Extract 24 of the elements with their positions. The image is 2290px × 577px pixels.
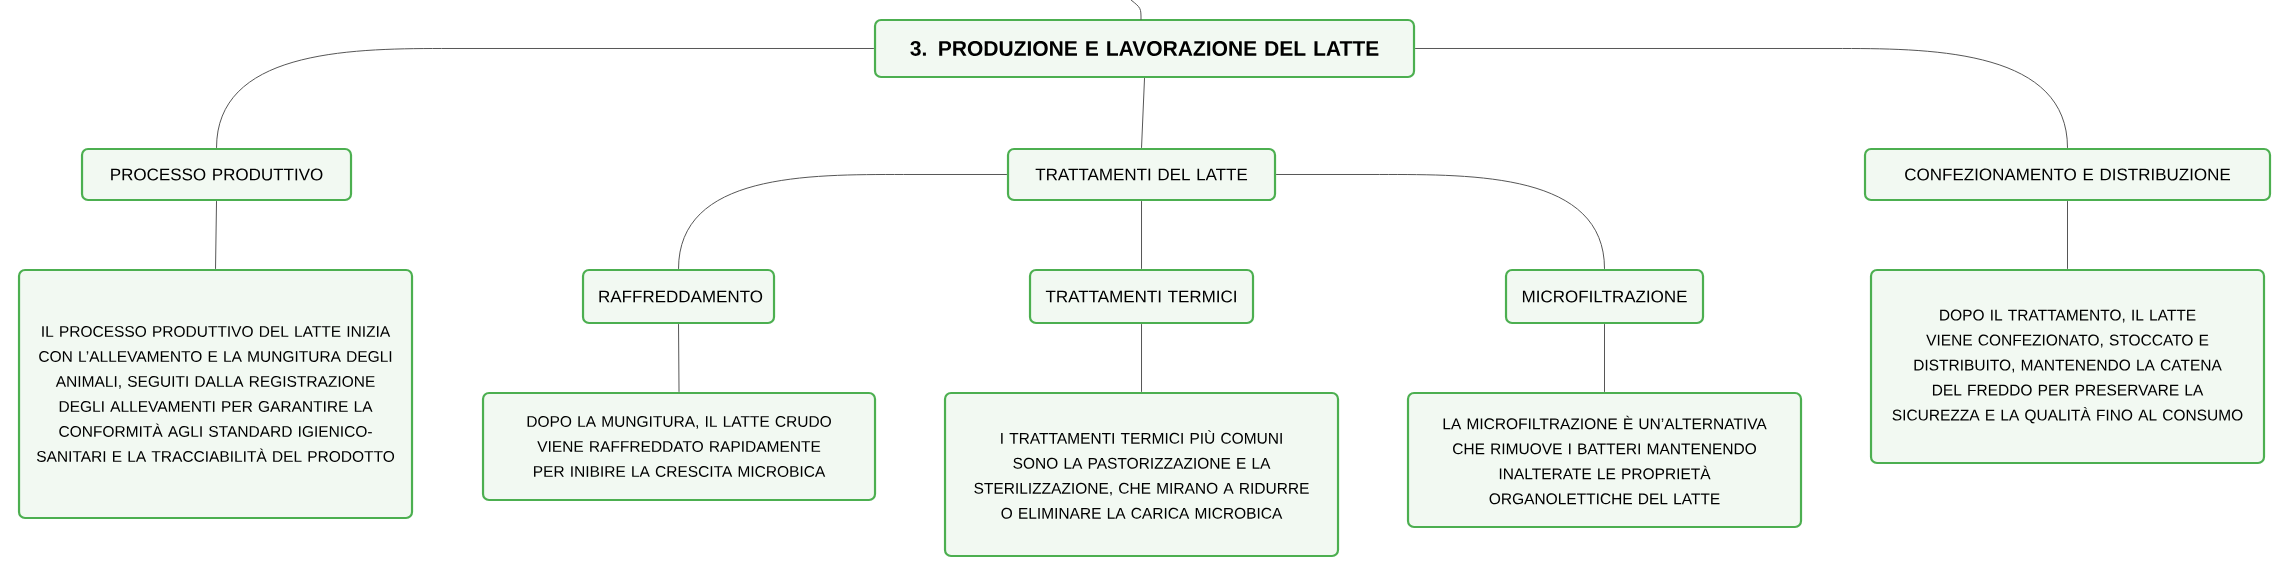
description-box: I TRATTAMENTI TERMICI PIÙ COMUNI SONO LA PASTORIZZAZIONE E LA STERILIZZAZIONE, CHE MIRANO A RIDURRE O ELIMINARE LA CARICA MICROBICA [943,391,1340,558]
connector-line [1275,174,1605,270]
connector-line [1130,0,1142,21]
topic-box: PROCESSO PRODUTTIVO [80,147,353,202]
topic-box: TRATTAMENTI TERMICI [1028,268,1255,325]
connector-line [1141,323,1142,393]
topic-box: TRATTAMENTI DEL LATTE [1006,147,1277,202]
description-box: DOPO LA MUNGITURA, IL LATTE CRUDO VIENE RAFFREDDATO RAPIDAMENTE PER INIBIRE LA CRESCITA MICROBICA [481,391,877,502]
topic-box: RAFFREDDAMENTO [581,268,776,325]
connector-line [215,200,217,270]
connector-line [1604,323,1605,393]
connector-line [1414,48,2068,149]
connector-line [678,174,1008,270]
central-topic-box: 3. PRODUZIONE E LAVORAZIONE DEL LATTE [873,18,1416,79]
description-box: DOPO IL TRATTAMENTO, IL LATTE VIENE CONFEZIONATO, STOCCATO E DISTRIBUITO, MANTENENDO LA CATENA DEL FREDDO PER PRESERVARE LA SICUREZZA E LA QUALITÀ FINO AL CONSUMO [1869,268,2266,465]
topic-box: CONFEZIONAMENTO E DISTRIBUZIONE [1863,147,2272,202]
connector-line [678,323,680,393]
connector-line [1141,200,1142,270]
description-box: IL PROCESSO PRODUTTIVO DEL LATTE INIZIA CON L’ALLEVAMENTO E LA MUNGITURA DEGLI ANIMALI, SEGUITI DALLA REGISTRAZIONE DEGLI ALLEVAMENTI PER GARANTIRE LA CONFORMITÀ AGLI STANDARD IGIENICO-SANITARI E LA TRACCIABILITÀ DEL PRODOTTO [17,268,414,520]
topic-box: MICROFILTRAZIONE [1504,268,1705,325]
connector-line [216,48,875,149]
connector-line [2067,200,2068,270]
connector-line [1141,77,1145,149]
description-box: LA MICROFILTRAZIONE È UN’ALTERNATIVA CHE RIMUOVE I BATTERI MANTENENDO INALTERATE LE PROPRIETÀ ORGANOLETTICHE DEL LATTE [1406,391,1803,529]
